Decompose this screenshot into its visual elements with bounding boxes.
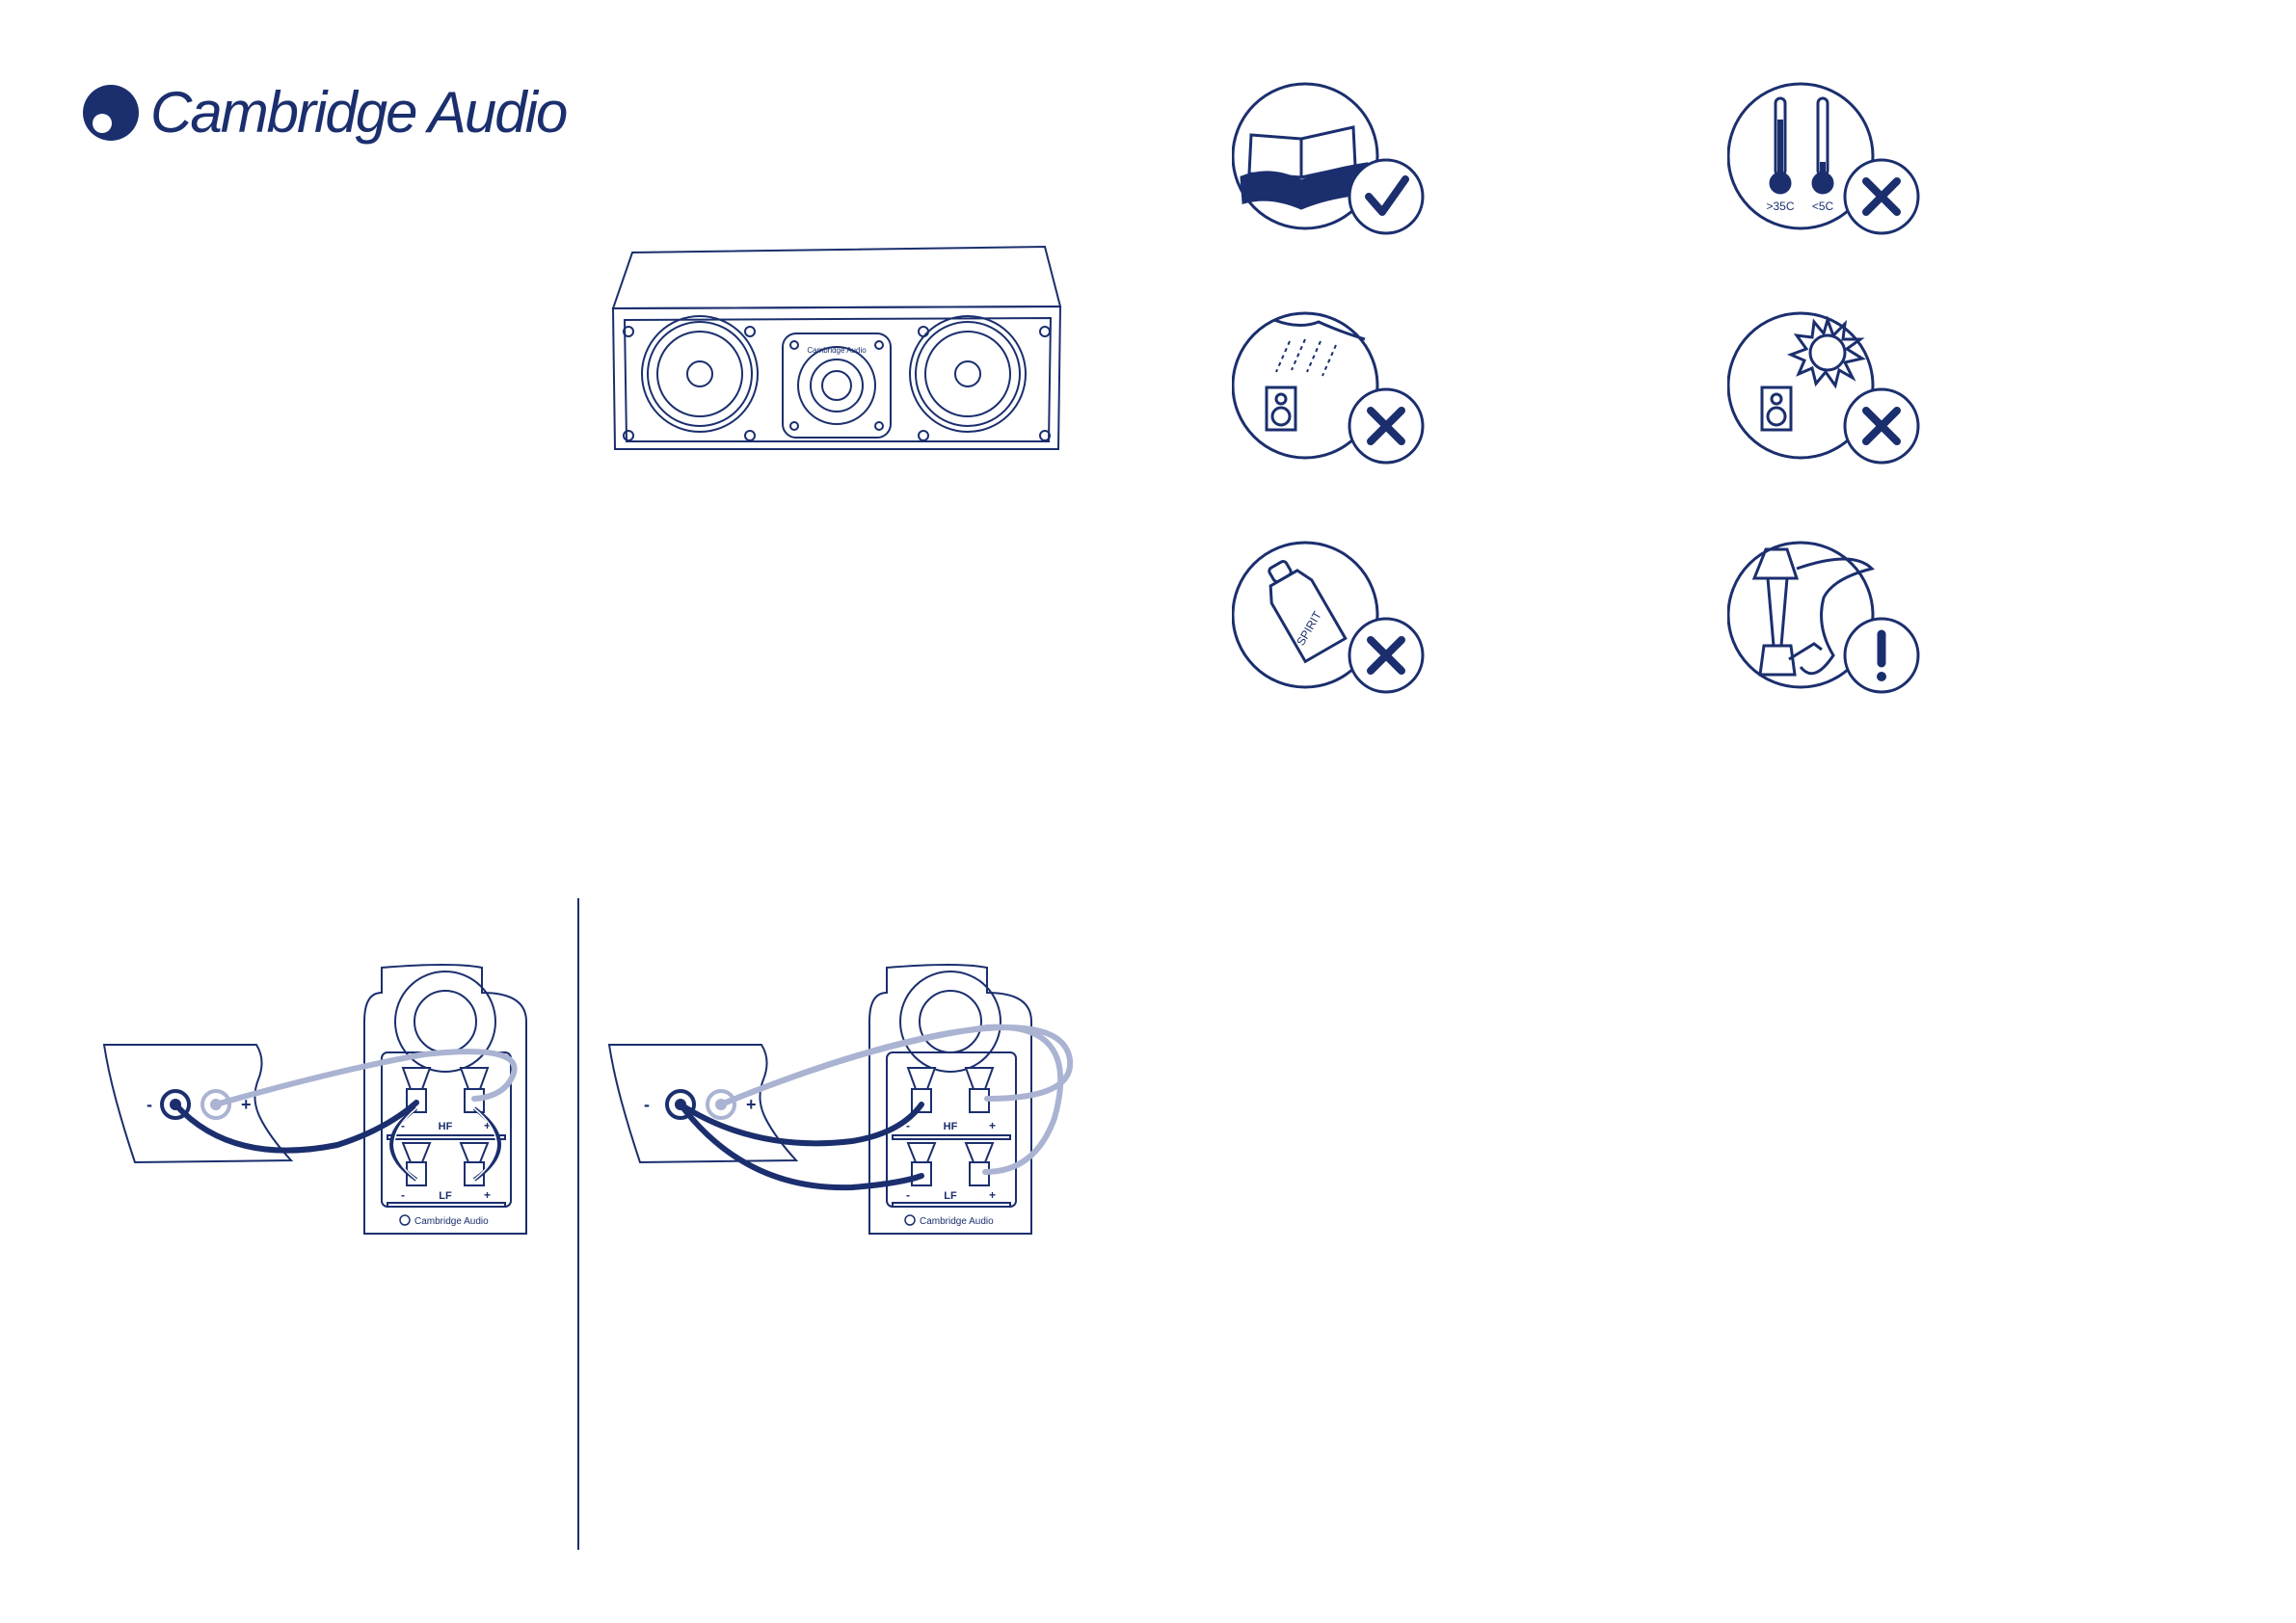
cross-icon — [1845, 160, 1918, 233]
lf-label: LF — [439, 1190, 452, 1202]
icon-temperature: >35C <5C — [1727, 81, 1920, 235]
cross-icon — [1349, 389, 1423, 463]
amp-minus-label: - — [147, 1095, 152, 1114]
temp-low-label: <5C — [1812, 200, 1834, 213]
lf-minus: - — [906, 1188, 910, 1202]
section-divider — [577, 898, 579, 1550]
hf-label: HF — [944, 1121, 958, 1132]
lf-plus: + — [989, 1188, 996, 1202]
icon-spike-floor — [1727, 540, 1920, 694]
lf-minus: - — [401, 1188, 405, 1202]
brand-logo: Cambridge Audio — [81, 79, 582, 146]
icon-read-manual — [1232, 81, 1425, 235]
lf-plus: + — [484, 1188, 491, 1202]
speaker-front-illustration: Cambridge Audio — [605, 243, 1070, 457]
lf-label: LF — [944, 1190, 957, 1202]
hf-plus: + — [989, 1119, 996, 1132]
terminal-badge: Cambridge Audio — [414, 1216, 489, 1227]
speaker-badge: Cambridge Audio — [807, 346, 867, 355]
cross-icon — [1349, 619, 1423, 692]
icon-rain — [1232, 310, 1425, 465]
warning-icon — [1845, 619, 1918, 692]
bi-wiring-diagram: - + HF LF - + - + Cambridge Audio — [601, 964, 1083, 1253]
amp-plus-label: + — [746, 1095, 757, 1114]
hf-label: HF — [439, 1121, 453, 1132]
brand-name: Cambridge Audio — [150, 79, 566, 146]
temp-high-label: >35C — [1766, 200, 1794, 213]
icon-sunlight — [1727, 310, 1920, 465]
single-wiring-diagram: - + HF LF - + - + Cambridge Audio — [96, 964, 540, 1253]
terminal-badge: Cambridge Audio — [920, 1216, 994, 1227]
amp-minus-label: - — [644, 1095, 650, 1114]
cross-icon — [1845, 389, 1918, 463]
check-icon — [1349, 160, 1423, 233]
icon-spirit-cleaner: SPIRIT — [1232, 540, 1425, 694]
brand-mark-icon — [81, 83, 141, 143]
